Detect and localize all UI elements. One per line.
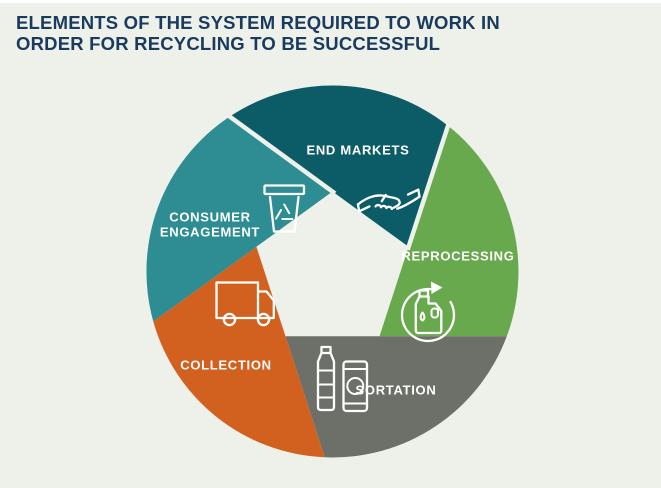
title-line-2: ORDER FOR RECYCLING TO BE SUCCESSFUL <box>16 33 441 54</box>
gap-endmarkets-reprocessing <box>405 122 452 251</box>
segment-consumer-engagement <box>146 116 333 322</box>
segment-sortation <box>285 336 507 458</box>
truck-icon <box>215 281 275 327</box>
label-reprocessing: REPROCESSING <box>401 248 514 263</box>
label-collection: COLLECTION <box>180 357 272 372</box>
bottle-and-can-icon <box>316 345 369 413</box>
label-sortation: SORTATION <box>356 382 437 397</box>
segment-reprocessing <box>379 125 519 337</box>
page-title: ELEMENTS OF THE SYSTEM REQUIRED TO WORK … <box>16 12 500 54</box>
label-consumer-engagement-line1: CONSUMER <box>169 209 250 224</box>
top-edge-strip <box>0 0 661 3</box>
label-consumer-engagement-line2: ENGAGEMENT <box>160 224 260 239</box>
segment-end-markets <box>229 85 448 247</box>
title-line-1: ELEMENTS OF THE SYSTEM REQUIRED TO WORK … <box>16 12 500 33</box>
handshake-icon <box>356 188 421 213</box>
segment-collection <box>153 246 325 458</box>
detergent-bottle-recycle-icon <box>400 281 456 343</box>
recycling-bin-icon <box>263 184 306 233</box>
gap-consumer-endmarkets <box>225 112 337 196</box>
label-end-markets: END MARKETS <box>306 142 409 157</box>
